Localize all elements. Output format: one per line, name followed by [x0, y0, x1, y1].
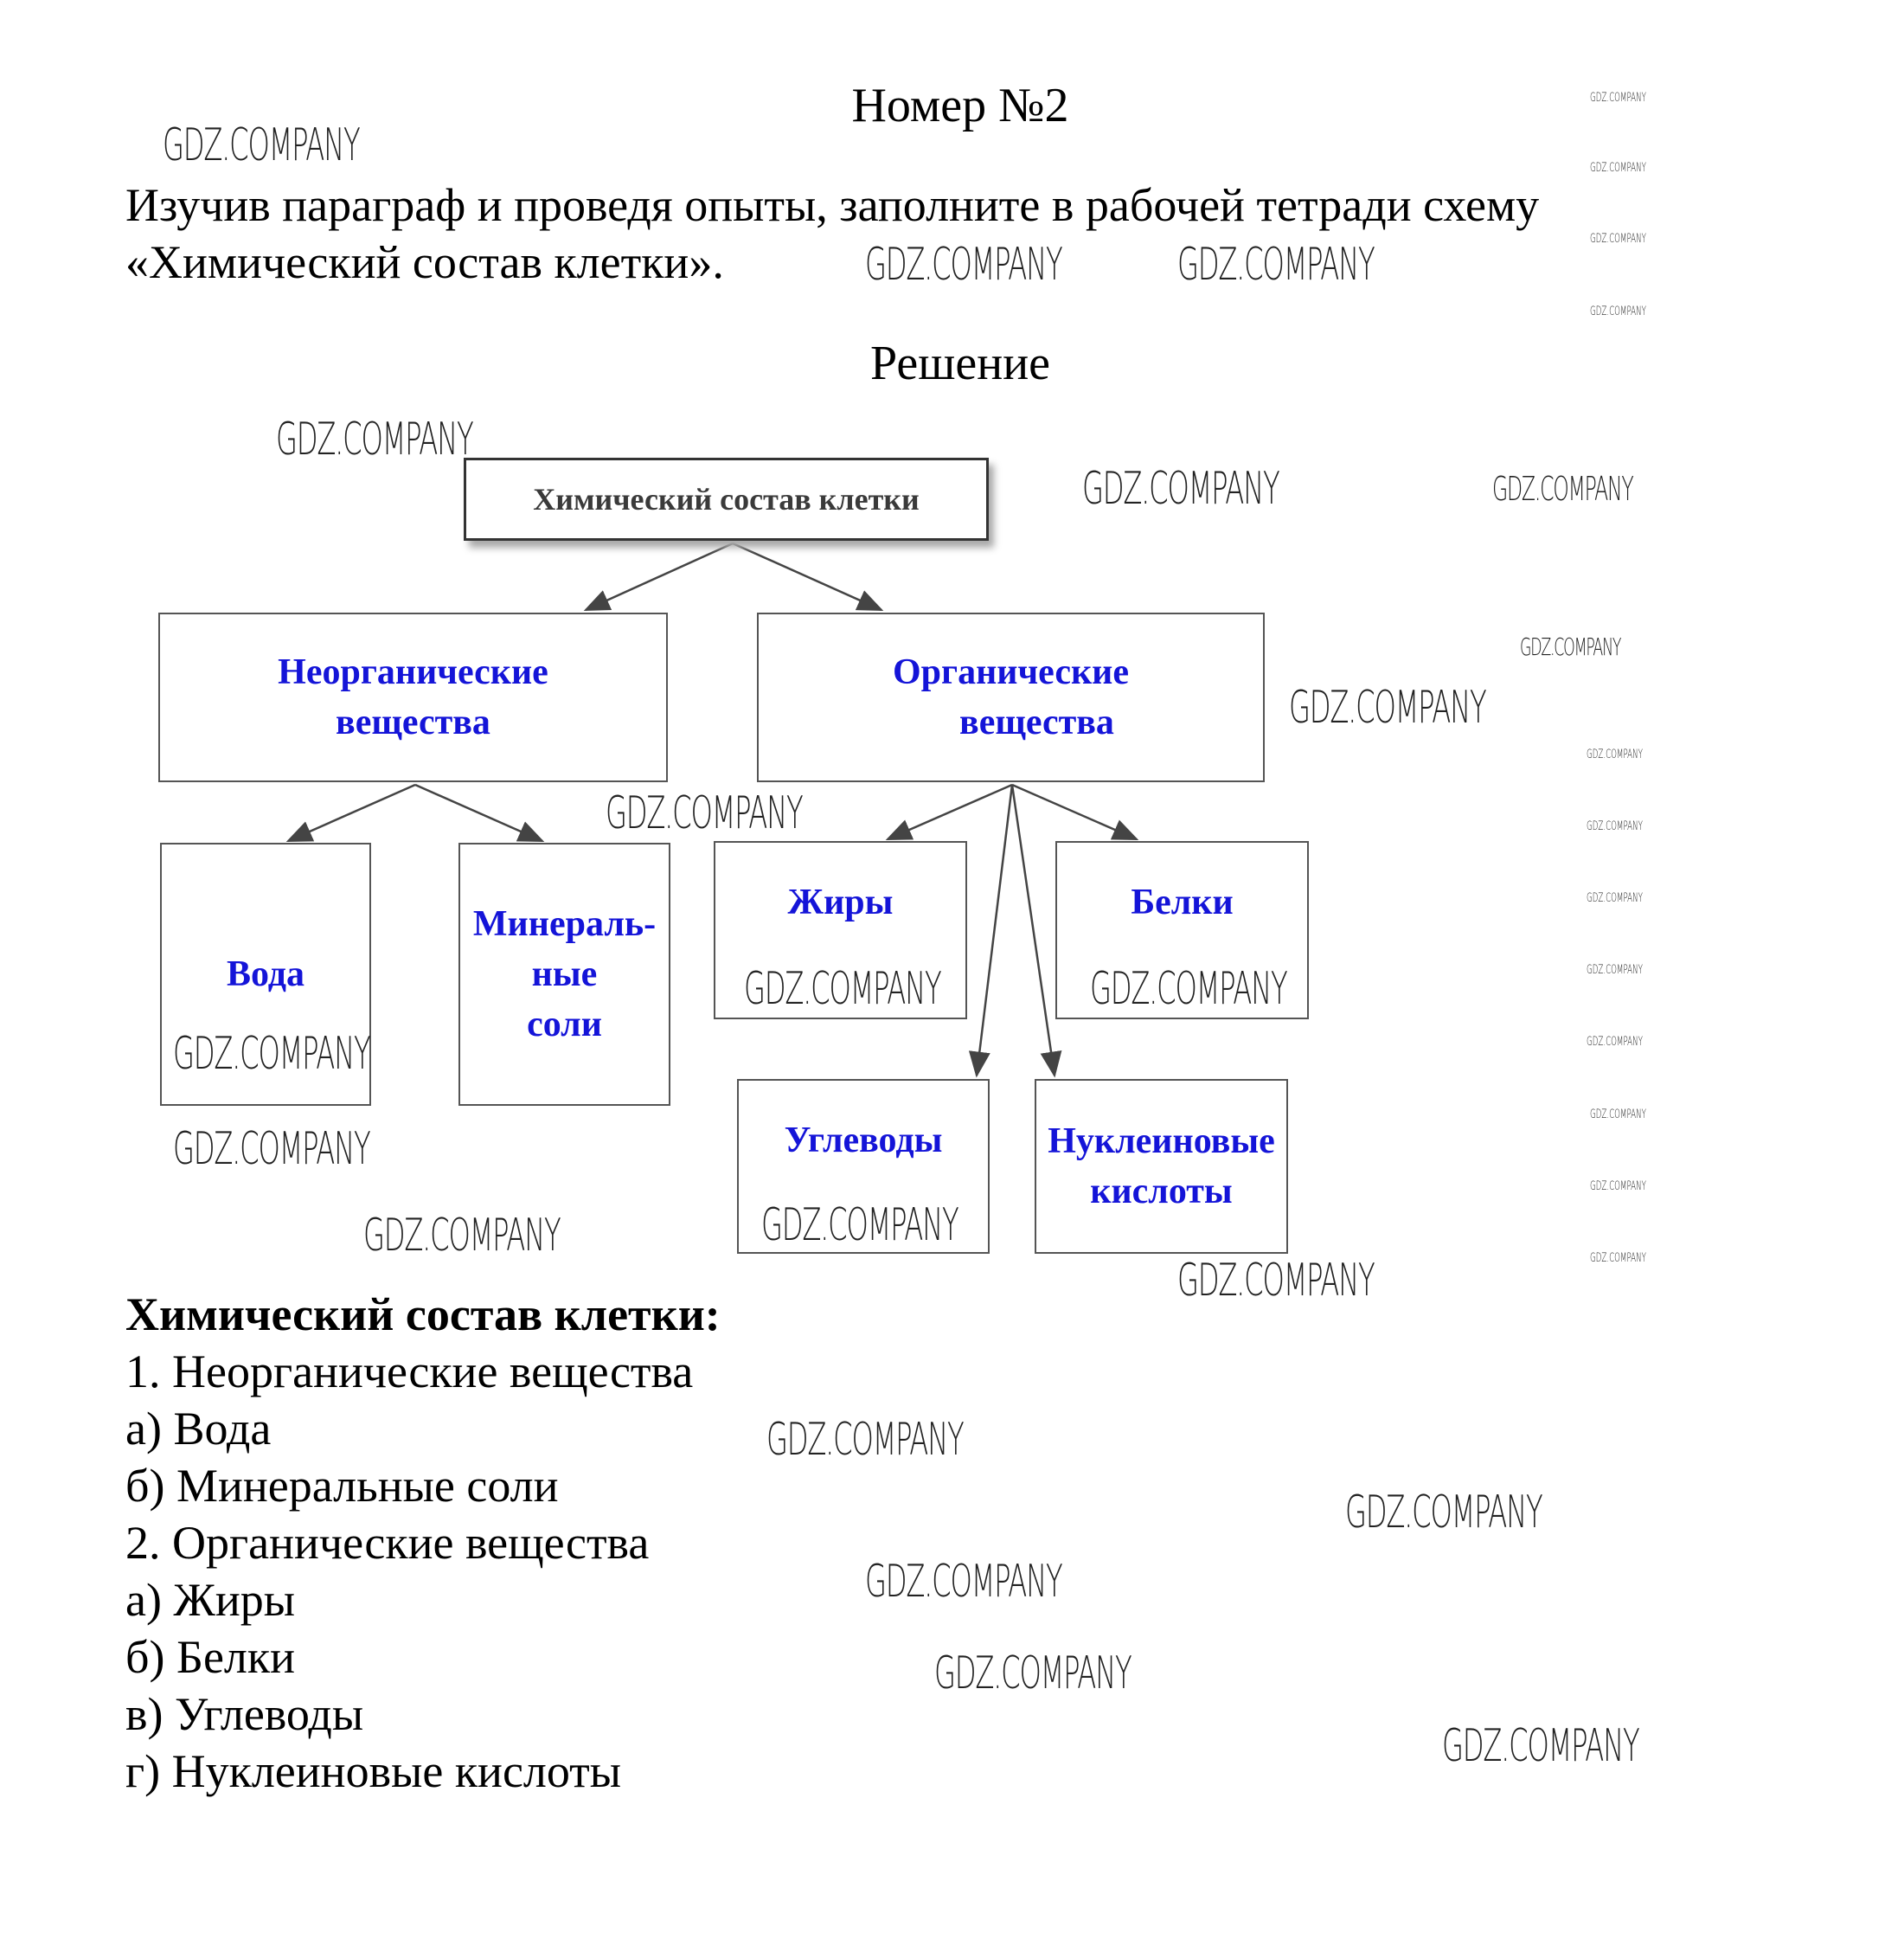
watermark: GDZ.COMPANY — [1590, 1108, 1646, 1121]
nucleic-label-1: Нуклеиновые — [1048, 1121, 1275, 1161]
watermark: GDZ.COMPANY — [1520, 633, 1621, 661]
watermark: GDZ.COMPANY — [173, 1123, 371, 1175]
watermark: GDZ.COMPANY — [1590, 91, 1646, 105]
salts-label-2: ные — [531, 954, 598, 994]
watermark: GDZ.COMPANY — [1345, 1487, 1543, 1538]
watermark: GDZ.COMPANY — [1177, 1255, 1375, 1307]
fats-label: Жиры — [787, 883, 894, 922]
salts-label-3: соли — [527, 1005, 602, 1044]
nucleic-box: Нуклеиновые кислоты — [1035, 1079, 1288, 1254]
task-line-2: «Химический состав клетки». — [125, 236, 724, 288]
watermark: GDZ.COMPANY — [1082, 463, 1280, 515]
watermark: GDZ.COMPANY — [1587, 748, 1643, 761]
watermark: GDZ.COMPANY — [1587, 1035, 1643, 1049]
arrow — [1011, 783, 1139, 841]
water-label: Вода — [226, 954, 305, 994]
arrow — [732, 542, 884, 612]
carbs-label: Углеводы — [784, 1121, 943, 1160]
watermark: GDZ.COMPANY — [1442, 1720, 1640, 1772]
watermark: GDZ.COMPANY — [744, 963, 942, 1015]
summary-heading: Химический состав клетки: — [125, 1288, 721, 1340]
list-item: б) Минеральные соли — [125, 1460, 559, 1512]
arrow — [285, 783, 416, 843]
watermark: GDZ.COMPANY — [1590, 232, 1646, 246]
inorganic-box: Неорганические вещества — [158, 613, 668, 782]
summary: Химический состав клетки: 1. Неорганичес… — [125, 1286, 721, 1800]
arrow — [1010, 784, 1062, 1078]
proteins-label: Белки — [1131, 883, 1234, 922]
list-item: г) Нуклеиновые кислоты — [125, 1745, 622, 1797]
watermark: GDZ.COMPANY — [1177, 239, 1375, 291]
arrow — [583, 542, 734, 612]
list-item: 1. Неорганические вещества — [125, 1345, 694, 1397]
salts-box: Минераль-ные соли — [458, 843, 670, 1106]
task-line-1: Изучив параграф и проведя опыты, заполни… — [125, 179, 1540, 231]
watermark: GDZ.COMPANY — [1289, 682, 1487, 734]
inorganic-label-1: Неорганические — [278, 652, 548, 692]
watermark: GDZ.COMPANY — [173, 1028, 371, 1080]
watermark: GDZ.COMPANY — [363, 1210, 561, 1262]
salts-label-1: Минераль- — [472, 904, 657, 944]
arrow — [968, 784, 1014, 1078]
watermark: GDZ.COMPANY — [1587, 963, 1643, 977]
proteins-box: Белки — [1055, 841, 1309, 1019]
list-item: а) Вода — [125, 1403, 272, 1455]
watermark: GDZ.COMPANY — [606, 787, 804, 839]
watermark: GDZ.COMPANY — [934, 1647, 1132, 1699]
root-label: Химический состав клетки — [533, 482, 920, 517]
solution-heading: Решение — [869, 337, 1051, 390]
list-item: б) Белки — [125, 1631, 296, 1683]
page-title: Номер №2 — [851, 79, 1069, 132]
water-box: Вода — [160, 843, 371, 1106]
watermark: GDZ.COMPANY — [276, 414, 474, 466]
watermark: GDZ.COMPANY — [761, 1199, 959, 1251]
watermark: GDZ.COMPANY — [865, 239, 1063, 291]
watermark: GDZ.COMPANY — [865, 1556, 1063, 1608]
watermark: GDZ.COMPANY — [1590, 305, 1646, 318]
organic-box: Органические вещества — [757, 613, 1265, 782]
watermark: GDZ.COMPANY — [1587, 891, 1643, 905]
watermark: GDZ.COMPANY — [1587, 819, 1643, 833]
arrow — [885, 783, 1013, 841]
organic-label-2: вещества — [959, 703, 1114, 742]
watermark: GDZ.COMPANY — [1090, 963, 1288, 1015]
root-box: Химический состав клетки — [464, 458, 989, 541]
watermark: GDZ.COMPANY — [766, 1414, 965, 1466]
list-item: в) Углеводы — [125, 1688, 364, 1740]
watermark: GDZ.COMPANY — [1590, 1179, 1646, 1193]
inorganic-label-2: вещества — [336, 703, 490, 742]
fats-box: Жиры — [714, 841, 967, 1019]
watermark: GDZ.COMPANY — [1590, 161, 1646, 175]
watermark: GDZ.COMPANY — [163, 119, 361, 171]
arrow — [414, 783, 545, 843]
list-item: 2. Органические вещества — [125, 1517, 650, 1569]
watermark: GDZ.COMPANY — [1492, 470, 1634, 508]
nucleic-label-2: кислоты — [1090, 1172, 1233, 1211]
carbs-box: Углеводы — [737, 1079, 990, 1254]
organic-label-1: Органические — [892, 652, 1130, 692]
list-item: а) Жиры — [125, 1574, 296, 1626]
watermark: GDZ.COMPANY — [1590, 1251, 1646, 1265]
